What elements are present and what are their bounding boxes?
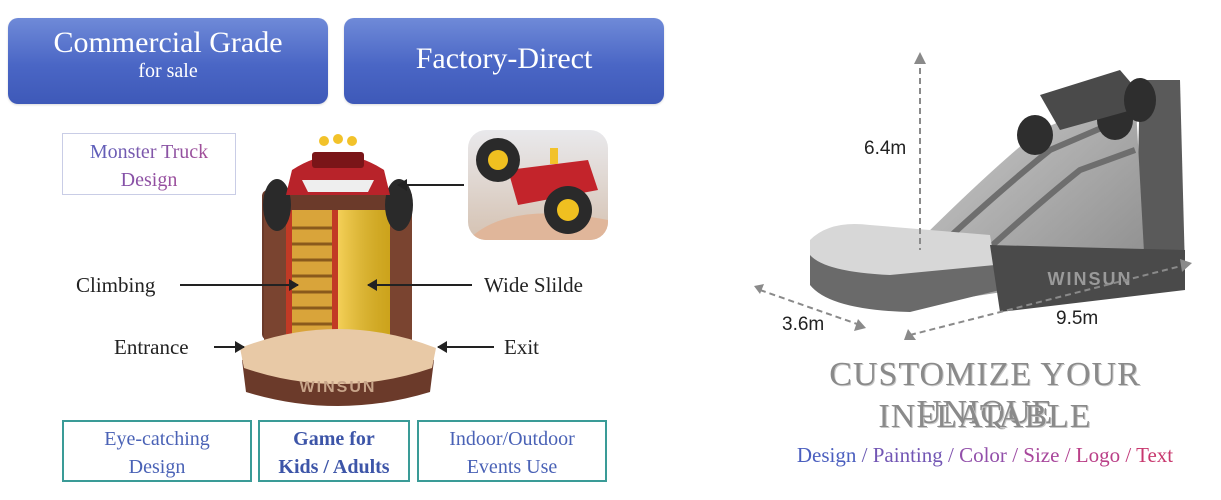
- option-design: Design: [796, 443, 857, 467]
- exit-label: Exit: [504, 335, 539, 359]
- truck-closeup-photo: [468, 130, 608, 240]
- factory-direct-banner: Factory-Direct: [344, 18, 664, 104]
- truck-pointer-arrow: [397, 179, 464, 191]
- customize-options: Design / Painting / Color / Size / Logo …: [760, 443, 1210, 468]
- option-separator: /: [1059, 443, 1076, 467]
- option-separator: /: [942, 443, 960, 467]
- monster-truck-line2: Design: [63, 166, 235, 194]
- option-size: Size: [1023, 443, 1060, 467]
- option-separator: /: [856, 443, 873, 467]
- dimension-lines: [754, 52, 1192, 340]
- monster-truck-design-box: Monster Truck Design: [62, 133, 236, 195]
- truck-closeup-art: [468, 138, 608, 240]
- option-color: Color: [959, 443, 1007, 467]
- feature-kids-adults-line1: Game for: [293, 428, 375, 450]
- wide-slide-arrow: [367, 279, 472, 291]
- feature-eye-catching: Eye-catching Design: [62, 420, 252, 482]
- feature-kids-adults: Game for Kids / Adults: [258, 420, 410, 482]
- climbing-label: Climbing: [76, 273, 156, 297]
- option-logo: Logo: [1075, 443, 1121, 467]
- monster-truck-line1: Monster Truck: [63, 138, 235, 166]
- side-watermark: WINSUN: [1048, 269, 1133, 289]
- feature-eye-catching-line2: Design: [128, 456, 186, 478]
- entrance-label: Entrance: [114, 335, 189, 359]
- length-dimension: 9.5m: [1056, 308, 1099, 329]
- option-separator: /: [1120, 443, 1137, 467]
- feature-indoor-outdoor: Indoor/Outdoor Events Use: [417, 420, 607, 482]
- feature-eye-catching-line1: Eye-catching: [104, 428, 210, 450]
- option-separator: /: [1006, 443, 1024, 467]
- option-text: Text: [1136, 443, 1174, 467]
- feature-indoor-outdoor-line2: Events Use: [466, 456, 558, 478]
- slide-side-view-image: WINSUN: [810, 70, 1185, 312]
- height-dimension: 6.4m: [864, 138, 907, 159]
- factory-direct-title: Factory-Direct: [415, 42, 593, 75]
- option-painting: Painting: [872, 443, 943, 467]
- feature-indoor-outdoor-line1: Indoor/Outdoor: [449, 428, 575, 450]
- exit-arrow: [437, 341, 494, 353]
- climbing-arrow: [180, 279, 299, 291]
- commercial-grade-title: Commercial Grade: [53, 26, 283, 59]
- commercial-grade-banner: Commercial Grade for sale: [8, 18, 328, 104]
- entrance-arrow: [214, 341, 245, 353]
- width-dimension: 3.6m: [782, 314, 825, 335]
- feature-kids-adults-line2: Kids / Adults: [278, 456, 390, 478]
- slide-front-view-image: WINSUN: [240, 134, 436, 406]
- customize-heading-line2: INFLATABLE: [878, 398, 1092, 435]
- wide-slide-label: Wide Slilde: [484, 273, 583, 297]
- slide-watermark: WINSUN: [300, 379, 377, 396]
- commercial-grade-subtitle: for sale: [138, 60, 198, 82]
- customize-heading-line1: CUSTOMIZE YOUR UNIQUE: [829, 356, 1141, 431]
